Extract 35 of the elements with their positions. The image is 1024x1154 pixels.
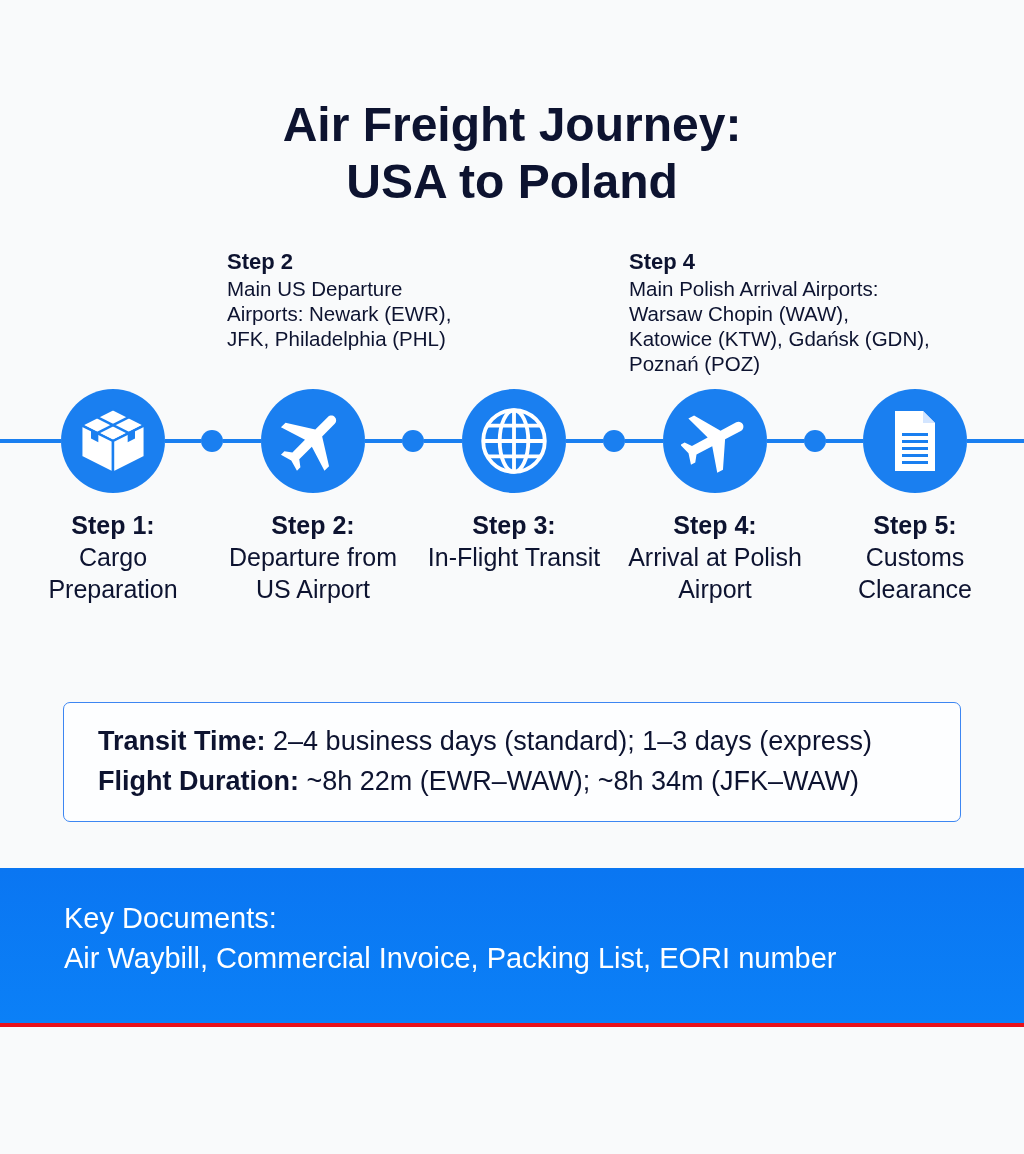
step-number: Step 1: (71, 510, 155, 541)
info-line: Transit Time: 2–4 business days (standard); 1–3 days (express) (98, 725, 873, 758)
step-title: Departure from US Airport (227, 542, 399, 605)
step-number: Step 2: (271, 510, 355, 541)
step-number: Step 4: (673, 510, 757, 541)
timeline-line (365, 439, 402, 443)
timeline-dot (603, 430, 625, 452)
step-note-text: Main US Departure Airports: Newark (EWR), JFK, Philadelphia (PHL) (227, 276, 453, 351)
timeline-line (165, 439, 201, 443)
timeline-line (566, 439, 603, 443)
info-panel (63, 702, 961, 822)
timeline-line (826, 439, 863, 443)
timeline-line (223, 439, 261, 443)
step-title: Arrival at Polish Airport (627, 542, 803, 605)
timeline-dot (201, 430, 223, 452)
step-title: Customs Clearance (857, 542, 973, 605)
timeline-dot (804, 430, 826, 452)
timeline-line (424, 439, 462, 443)
step-title: Cargo Preparation (47, 542, 179, 605)
banner-text: Air Waybill, Commercial Invoice, Packing List, EORI number (64, 941, 838, 976)
step-title: In-Flight Transit (427, 542, 601, 573)
documents-banner (0, 868, 1024, 1023)
timeline-line (967, 439, 1024, 443)
timeline-line (767, 439, 804, 443)
step-note-heading: Step 4 (629, 248, 697, 276)
title: Air Freight Journey: USA to Poland (281, 97, 743, 210)
step-number: Step 5: (873, 510, 957, 541)
step-note-heading: Step 2 (227, 248, 295, 276)
step-number: Step 3: (472, 510, 556, 541)
info-line: Flight Duration: ~8h 22m (EWR–WAW); ~8h 34m (JFK–WAW) (98, 765, 861, 798)
timeline-line (625, 439, 663, 443)
timeline-dot (402, 430, 424, 452)
step-note-text: Main Polish Arrival Airports: Warsaw Chopin (WAW), Katowice (KTW), Gdańsk (GDN), Poznań (POZ) (629, 276, 931, 376)
timeline-line (0, 439, 61, 443)
banner-heading: Key Documents: (64, 901, 278, 936)
